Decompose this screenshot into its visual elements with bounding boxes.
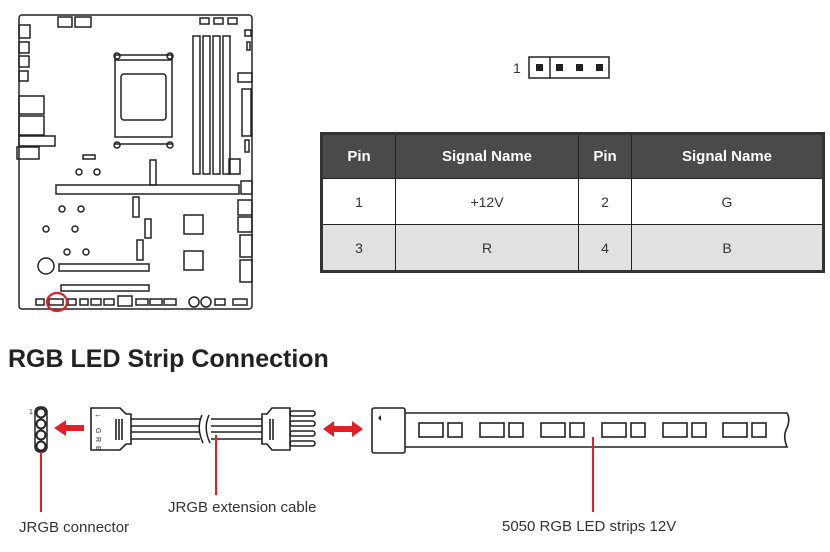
pin-table: Pin Signal Name Pin Signal Name 1 +12V 2…	[320, 132, 825, 273]
col-header-signal: Signal Name	[395, 133, 579, 179]
signal-name: R	[395, 224, 579, 272]
extension-cable	[131, 414, 262, 444]
pin-number: 3	[321, 224, 396, 272]
pin-table-header: Pin Signal Name Pin Signal Name	[321, 133, 824, 179]
plug-letter-r: R	[94, 437, 101, 442]
pin-number: 1	[321, 178, 396, 225]
pcie-slot	[55, 184, 240, 195]
col-header-pin: Pin	[578, 133, 632, 179]
plug-arrow: ←	[94, 410, 102, 419]
cmos-battery	[37, 257, 55, 275]
pin-number: 4	[578, 224, 632, 272]
signal-name: B	[631, 224, 824, 272]
table-row: 3 R 4 B	[321, 224, 824, 272]
dimm-slot	[192, 35, 201, 175]
pcie-slot	[58, 263, 150, 272]
label-extension-cable: JRGB extension cable	[168, 499, 317, 516]
dimm-slot	[212, 35, 221, 175]
rgb-connection-diagram: 1 ← G R B	[29, 406, 790, 512]
top-connector	[74, 16, 92, 28]
top-connector	[57, 16, 73, 28]
pin-4	[596, 64, 603, 71]
arrow-left-icon	[54, 420, 84, 436]
board-outline	[18, 14, 253, 310]
plug-letter-b: B	[94, 446, 101, 451]
label-jrgb-connector: JRGB connector	[19, 519, 130, 536]
jrgb-header	[48, 298, 64, 306]
dimm-slot	[202, 35, 211, 175]
strip-connector	[371, 407, 406, 454]
section-title: RGB LED Strip Connection	[8, 345, 329, 373]
plug-letter-g: G	[94, 428, 101, 433]
dimm-slot	[222, 35, 231, 175]
led-strip	[371, 407, 790, 454]
jrgb-pin-header-diagram	[528, 56, 610, 79]
pin1-label: 1	[513, 60, 521, 76]
signal-name: +12V	[395, 178, 579, 225]
pcie-slot	[60, 284, 150, 292]
pin-number: 2	[578, 178, 632, 225]
pin-1	[536, 64, 543, 71]
label-led-strip: 5050 RGB LED strips 12V	[502, 518, 677, 535]
motherboard-diagram	[16, 14, 253, 313]
col-header-signal: Signal Name	[631, 133, 824, 179]
cpu-socket	[114, 54, 173, 138]
double-arrow-icon	[323, 421, 363, 437]
connector-pin1-label: 1	[29, 409, 33, 416]
highlight-circle	[45, 291, 69, 313]
pin-3	[576, 64, 583, 71]
cable-plug-right	[261, 407, 316, 451]
cable-plug-left	[90, 407, 132, 451]
pin-2	[556, 64, 563, 71]
table-row: 1 +12V 2 G	[321, 178, 824, 225]
signal-name: G	[631, 178, 824, 225]
col-header-pin: Pin	[321, 133, 396, 179]
jrgb-connector-icon	[34, 406, 48, 453]
